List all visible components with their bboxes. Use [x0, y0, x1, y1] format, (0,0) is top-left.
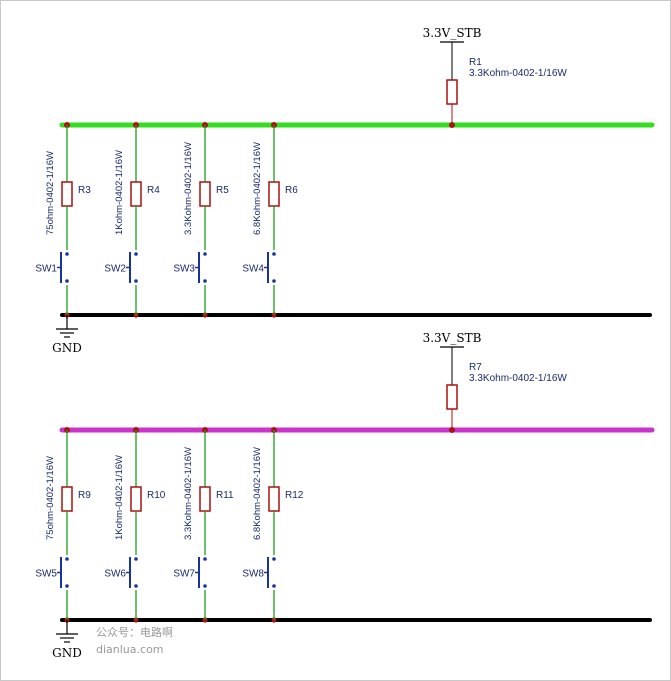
switch-contact — [272, 279, 276, 283]
resistor-value: 3.3Kohm-0402-1/16W — [183, 447, 194, 540]
ground-symbol: GND — [52, 315, 82, 355]
switch-ref: SW1 — [35, 264, 57, 275]
watermark-line2: dianlua.com — [96, 643, 164, 656]
pullup-ref: R7 — [469, 362, 482, 373]
branch-2: R4 1Kohm-0402-1/16W SW2 — [104, 122, 160, 318]
branch-1: R9 75ohm-0402-1/16W SW5 — [35, 427, 91, 623]
resistor — [130, 486, 142, 512]
resistor-value: 6.8Kohm-0402-1/16W — [252, 142, 263, 235]
switch-contact — [134, 279, 138, 283]
resistor — [268, 486, 280, 512]
switch-ref: SW8 — [242, 569, 264, 580]
resistor-value: 6.8Kohm-0402-1/16W — [252, 447, 263, 540]
resistor — [130, 181, 142, 207]
switch-contact — [272, 557, 276, 561]
switch-contact — [203, 252, 207, 256]
branch-3: R11 3.3Kohm-0402-1/16W SW7 — [173, 427, 234, 623]
resistor-value: 3.3Kohm-0402-1/16W — [183, 142, 194, 235]
resistor — [61, 181, 73, 207]
junction-dot — [449, 122, 455, 128]
ground-label: GND — [52, 341, 82, 355]
resistor — [199, 486, 211, 512]
watermark-line1: 公众号：电路啊 — [96, 626, 173, 639]
switch-contact — [65, 557, 69, 561]
supply-label: 3.3V_STB — [423, 331, 482, 345]
circuit-2: 3.3V_STBR73.3Kohm-0402-1/16WR975ohm-0402… — [35, 331, 655, 660]
switch-contact — [203, 279, 207, 283]
resistor-ref: R3 — [78, 185, 91, 196]
switch-ref: SW2 — [104, 264, 126, 275]
junction-dot — [449, 427, 455, 433]
resistor-ref: R6 — [285, 185, 298, 196]
resistor — [61, 486, 73, 512]
watermark: 公众号：电路啊 dianlua.com — [96, 626, 173, 656]
circuit-1: 3.3V_STBR13.3Kohm-0402-1/16WR375ohm-0402… — [35, 26, 655, 355]
switch-contact — [134, 252, 138, 256]
switch-ref: SW6 — [104, 569, 126, 580]
switch-contact — [203, 584, 207, 588]
resistor-value: 1Kohm-0402-1/16W — [114, 150, 125, 235]
switch-ref: SW5 — [35, 569, 57, 580]
switch-contact — [203, 557, 207, 561]
switch-contact — [134, 557, 138, 561]
pullup-value: 3.3Kohm-0402-1/16W — [469, 68, 567, 79]
branch-3: R5 3.3Kohm-0402-1/16W SW3 — [173, 122, 229, 318]
resistor-value: 75ohm-0402-1/16W — [45, 151, 56, 235]
switch-ref: SW4 — [242, 264, 264, 275]
switch-ref: SW7 — [173, 569, 195, 580]
switch-contact — [65, 584, 69, 588]
resistor-ref: R9 — [78, 490, 91, 501]
resistor-ref: R11 — [216, 490, 234, 501]
resistor-ref: R5 — [216, 185, 229, 196]
supply-label: 3.3V_STB — [423, 26, 482, 40]
resistor — [199, 181, 211, 207]
switch-contact — [272, 584, 276, 588]
ground-label: GND — [52, 646, 82, 660]
pullup-resistor — [446, 384, 458, 410]
switch-contact — [65, 279, 69, 283]
resistor-ref: R10 — [147, 490, 166, 501]
resistor — [268, 181, 280, 207]
pullup-resistor — [446, 79, 458, 105]
switch-contact — [65, 252, 69, 256]
resistor-ref: R4 — [147, 185, 160, 196]
switch-contact — [272, 252, 276, 256]
resistor-value: 75ohm-0402-1/16W — [45, 456, 56, 540]
branch-2: R10 1Kohm-0402-1/16W SW6 — [104, 427, 166, 623]
pullup-value: 3.3Kohm-0402-1/16W — [469, 373, 567, 384]
branch-1: R3 75ohm-0402-1/16W SW1 — [35, 122, 91, 318]
switch-contact — [134, 584, 138, 588]
branch-4: R12 6.8Kohm-0402-1/16W SW8 — [242, 427, 304, 623]
ground-symbol: GND — [52, 620, 82, 660]
resistor-ref: R12 — [285, 490, 304, 501]
branch-4: R6 6.8Kohm-0402-1/16W SW4 — [242, 122, 298, 318]
switch-ref: SW3 — [173, 264, 195, 275]
resistor-value: 1Kohm-0402-1/16W — [114, 455, 125, 540]
pullup-ref: R1 — [469, 57, 482, 68]
